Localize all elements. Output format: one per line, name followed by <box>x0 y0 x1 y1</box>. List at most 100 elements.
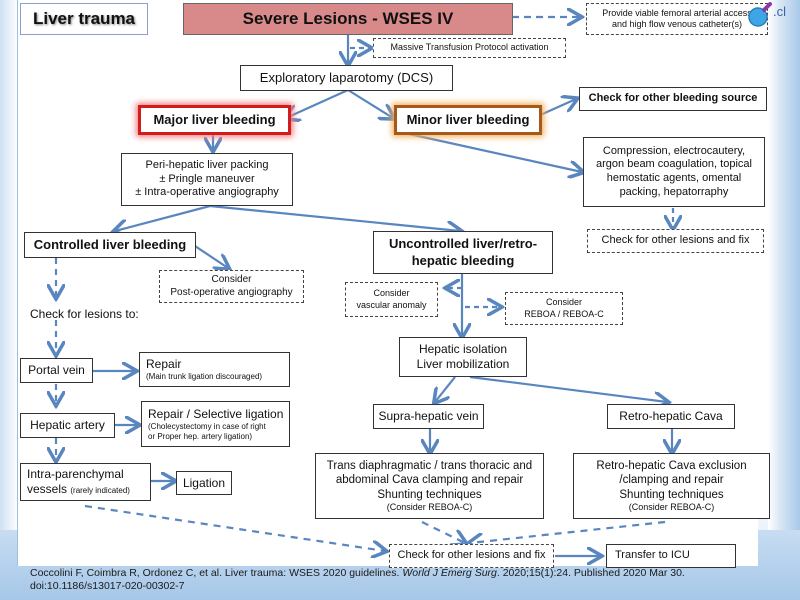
node-mtp: Massive Transfusion Protocol activation <box>373 38 566 58</box>
node-retro-excl-line3: Shunting techniques <box>619 488 724 501</box>
node-supra-text: Supra-hepatic vein <box>378 409 479 423</box>
arrow-packing-controlled <box>115 204 211 231</box>
node-post-angio-line1: Consider <box>211 274 252 285</box>
node-retro-excl-line4: (Consider REBOA-C) <box>628 501 715 512</box>
node-minor-text: Minor liver bleeding <box>406 111 530 127</box>
node-femoral-line1: Provide viable femoral arterial access <box>602 7 752 18</box>
node-intra-parenchymal: Intra-parenchymal vessels (rarely indica… <box>20 463 151 501</box>
arrow-minor-compression <box>399 130 582 172</box>
node-trans-line3: Shunting techniques <box>377 488 482 501</box>
node-major-liver-bleeding: Major liver bleeding <box>138 105 291 135</box>
magnifier-logo-icon <box>748 2 772 27</box>
node-trans-line1: Trans diaphragmatic / trans thoracic and <box>326 459 533 472</box>
node-packing-line3: ± Intra-operative angiography <box>135 186 279 199</box>
right-background <box>768 0 800 600</box>
node-post-angio-line2: Post-operative angiography <box>170 286 293 298</box>
node-check-other-lesions-top: Check for other lesions and fix <box>587 229 764 253</box>
node-selective-text: Repair / Selective ligation <box>148 406 284 421</box>
node-retro-hepatic-cava: Retro-hepatic Cava <box>607 404 735 429</box>
node-retro-cava-exclusion: Retro-hepatic Cava exclusion /clamping a… <box>573 453 770 519</box>
node-retro-excl-line1: Retro-hepatic Cava exclusion <box>596 459 747 472</box>
node-transfer-icu: Transfer to ICU <box>606 544 736 568</box>
node-reboa-line2: REBOA / REBOA-C <box>524 308 604 319</box>
node-ligation: Ligation <box>176 471 232 495</box>
arrow-isolation-retro <box>469 375 667 402</box>
node-icu-text: Transfer to ICU <box>615 549 690 562</box>
arrow-minor-other <box>537 99 576 118</box>
node-check-other-lesions-top-text: Check for other lesions and fix <box>601 234 750 247</box>
node-hepatic-artery-text: Hepatic artery <box>30 418 105 432</box>
arrow-lap-major <box>286 88 349 118</box>
arrow-trans-checkbottom <box>421 521 465 543</box>
node-femoral-line2: and high flow venous catheter(s) <box>611 19 743 29</box>
node-post-op-angiography: Consider Post-operative angiography <box>159 270 304 303</box>
node-trans-line2: abdominal Cava clamping and repair <box>335 474 524 487</box>
node-packing-line1: Peri-hepatic liver packing <box>145 158 269 171</box>
node-reboa: Consider REBOA / REBOA-C <box>505 292 623 325</box>
node-laparotomy-text: Exploratory laparotomy (DCS) <box>259 69 434 85</box>
arrow-retroexcl-checkbottom <box>470 520 666 543</box>
arrow-packing-uncontrolled <box>209 204 460 231</box>
node-selective-note2: or Proper hep. artery ligation) <box>148 431 253 441</box>
citation-doi: doi:10.1186/s13017-020-00302-7 <box>30 579 185 592</box>
arrow-intra-checkbottom <box>84 504 385 551</box>
node-compression: Compression, electrocautery, argon beam … <box>583 137 765 207</box>
node-intra-note: (rarely indicated) <box>70 486 130 495</box>
node-repair: Repair (Main trunk ligation discouraged) <box>139 352 290 387</box>
node-portal-vein: Portal vein <box>20 358 93 383</box>
node-repair-note: (Main trunk ligation discouraged) <box>146 372 263 381</box>
node-repair-text: Repair <box>146 357 182 371</box>
node-packing-line2: ± Pringle maneuver <box>159 172 255 185</box>
node-trans-diaphragmatic: Trans diaphragmatic / trans thoracic and… <box>315 453 544 519</box>
node-check-other-bleeding: Check for other bleeding source <box>579 87 767 111</box>
node-compression-line2: argon beam coagulation, topical <box>596 158 752 171</box>
node-isolation-line2: Liver mobilization <box>416 357 510 371</box>
arrow-lap-minor <box>347 89 393 118</box>
node-isolation-line1: Hepatic isolation <box>418 342 508 356</box>
node-controlled-text: Controlled liver bleeding <box>33 236 187 252</box>
node-portal-text: Portal vein <box>28 363 85 377</box>
node-compression-line3: hemostatic agents, omental <box>606 172 742 184</box>
node-retro-excl-line2: /clamping and repair <box>619 474 724 487</box>
left-background <box>0 0 18 600</box>
node-selective-note1: (Cholecystectomy in case of right <box>148 421 266 431</box>
node-check-other-lesions-bottom-text: Check for other lesions and fix <box>397 549 546 562</box>
node-severe-lesions: Severe Lesions - WSES IV <box>183 3 513 35</box>
logo-text: .cl <box>773 4 786 19</box>
node-retro-text: Retro-hepatic Cava <box>619 409 723 423</box>
citation-footer: Coccolini F, Coimbra R, Ordonez C, et al… <box>30 567 770 592</box>
node-hepatic-artery: Hepatic artery <box>20 413 115 438</box>
node-minor-liver-bleeding: Minor liver bleeding <box>394 105 542 135</box>
node-femoral-access: Provide viable femoral arterial access a… <box>586 3 768 35</box>
node-compression-line4: packing, hepatorraphy <box>619 185 729 198</box>
node-uncontrolled-line2: hepatic bleeding <box>411 252 515 268</box>
node-vascular-line1: Consider <box>373 288 410 299</box>
citation-details: . 2020;15(1):24. Published 2020 Mar 30. <box>496 567 685 579</box>
arrow-isolation-supra <box>435 376 456 402</box>
node-severe-lesions-text: Severe Lesions - WSES IV <box>242 9 454 29</box>
node-check-other-lesions-bottom: Check for other lesions and fix <box>389 544 554 568</box>
node-check-other-bleeding-text: Check for other bleeding source <box>588 92 758 105</box>
node-vascular-anomaly: Consider vascular anomaly <box>345 282 438 317</box>
logo: .cl <box>745 2 800 30</box>
node-exploratory-laparotomy: Exploratory laparotomy (DCS) <box>240 65 453 91</box>
arrow-controlled-postangio <box>194 245 228 268</box>
node-controlled-bleeding: Controlled liver bleeding <box>24 232 196 258</box>
citation-journal: World J Emerg Surg <box>402 567 497 579</box>
node-mtp-text: Massive Transfusion Protocol activation <box>390 42 549 53</box>
node-compression-line1: Compression, electrocautery, <box>602 144 746 157</box>
node-intra-vessels: vessels <box>27 482 68 496</box>
node-intra-line1: Intra-parenchymal <box>27 467 124 481</box>
node-trans-line4: (Consider REBOA-C) <box>386 501 473 512</box>
node-reboa-line1: Consider <box>545 297 583 308</box>
node-uncontrolled-bleeding: Uncontrolled liver/retro- hepatic bleedi… <box>373 231 553 274</box>
node-hepatic-isolation: Hepatic isolation Liver mobilization <box>399 337 527 377</box>
node-intra-line2: vessels (rarely indicated) <box>27 482 130 497</box>
slide-title: Liver trauma <box>20 3 148 35</box>
node-peri-hepatic-packing: Peri-hepatic liver packing ± Pringle man… <box>121 153 293 206</box>
node-ligation-text: Ligation <box>182 475 226 490</box>
label-check-lesions: Check for lesions to: <box>30 307 139 321</box>
node-uncontrolled-line1: Uncontrolled liver/retro- <box>388 236 538 252</box>
node-supra-hepatic-vein: Supra-hepatic vein <box>373 404 484 429</box>
